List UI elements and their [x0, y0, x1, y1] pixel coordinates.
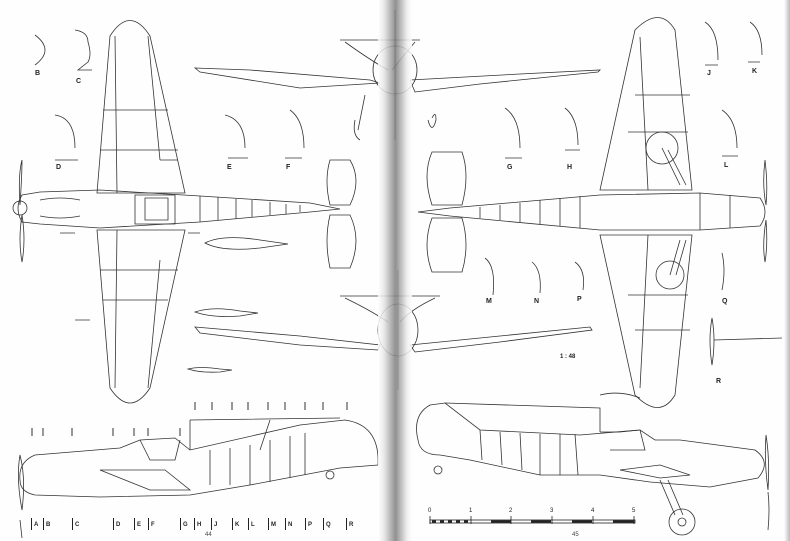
scale-tick-1: 1 [469, 508, 473, 514]
station-label-c: C [71, 518, 80, 530]
scale-bar [429, 516, 636, 524]
scale-tick-4: 4 [591, 508, 595, 514]
section-label-h: H [567, 164, 573, 171]
station-label-d: D [112, 518, 121, 530]
side-view-left [18, 417, 379, 539]
station-label-r: R [345, 518, 354, 530]
section-label-q: Q [722, 298, 728, 305]
section-label-l: L [724, 162, 729, 169]
page-edge [784, 0, 790, 541]
scale-tick-3: 3 [550, 508, 554, 514]
section-label-j: J [707, 70, 711, 77]
side-view-right [416, 402, 770, 536]
plan-view-right [417, 17, 783, 408]
station-label-j: J [210, 518, 218, 530]
section-label-f: F [286, 164, 291, 171]
station-label-p: P [304, 518, 313, 530]
page-number-right: 45 [572, 532, 579, 538]
section-label-e: E [227, 164, 232, 171]
station-label-a: A [30, 518, 39, 530]
section-label-b: B [35, 70, 41, 77]
station-label-e: E [133, 518, 142, 530]
section-label-d: D [56, 164, 62, 171]
station-label-k: K [231, 518, 240, 530]
section-label-m: M [486, 298, 492, 305]
scale-tick-5: 5 [632, 508, 636, 514]
station-label-q: Q [323, 518, 331, 530]
book-gutter-shadow [378, 0, 412, 541]
station-label-l: L [248, 518, 255, 530]
section-label-k: K [752, 68, 758, 75]
scale-tick-0: 0 [428, 508, 432, 514]
station-label-b: B [42, 518, 51, 530]
station-label-f: F [148, 518, 155, 530]
plan-view-left [12, 20, 357, 404]
station-label-g: G [180, 518, 188, 530]
station-label-h: H [193, 518, 202, 530]
scale-ratio: 1 : 48 [560, 354, 576, 360]
scale-tick-2: 2 [509, 508, 513, 514]
station-label-m: M [268, 518, 276, 530]
section-label-r: R [716, 378, 722, 385]
section-label-c: C [76, 78, 82, 85]
section-label-p: P [577, 296, 582, 303]
station-label-n: N [284, 518, 293, 530]
section-label-n: N [534, 298, 540, 305]
section-label-g: G [507, 164, 513, 171]
page-number-left: 44 [205, 532, 212, 538]
